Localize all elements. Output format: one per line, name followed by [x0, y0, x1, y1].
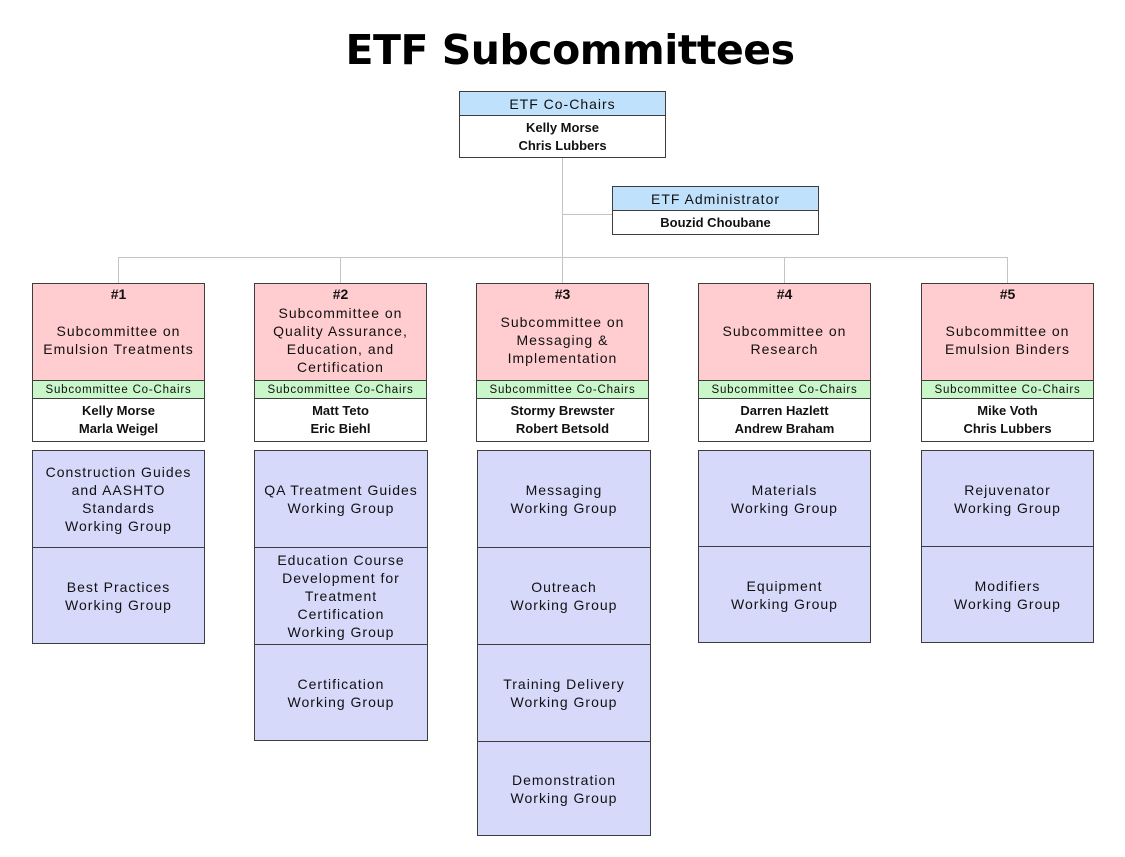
- subcommittee-cochairs-label: Subcommittee Co-Chairs: [476, 380, 649, 399]
- etf-cochairs-names: Kelly Morse Chris Lubbers: [459, 115, 666, 158]
- working-group: Training Delivery Working Group: [477, 644, 651, 742]
- subcommittee-name: Subcommittee on Quality Assurance, Educa…: [273, 305, 408, 375]
- subcommittee-name: Subcommittee on Research: [722, 323, 847, 357]
- subcommittee-cochairs-names: Kelly Morse Marla Weigel: [32, 398, 205, 442]
- cochair-name: Chris Lubbers: [963, 421, 1052, 436]
- cochair-name: Marla Weigel: [78, 421, 159, 436]
- subcommittee-cochairs-label: Subcommittee Co-Chairs: [32, 380, 205, 399]
- subcommittee-4: #4 Subcommittee on Research: [698, 283, 871, 381]
- subcommittee-cochairs-label: Subcommittee Co-Chairs: [254, 380, 427, 399]
- cochair-name: Stormy Brewster: [510, 403, 615, 418]
- working-group: Equipment Working Group: [698, 546, 871, 643]
- cochair-name: Matt Teto: [312, 403, 369, 418]
- subcommittee-cochairs-names: Matt Teto Eric Biehl: [254, 398, 427, 442]
- subcommittee-3: #3 Subcommittee on Messaging & Implement…: [476, 283, 649, 381]
- cochair-name: Kelly Morse: [82, 403, 155, 418]
- subcommittee-cochairs-names: Darren Hazlett Andrew Braham: [698, 398, 871, 442]
- working-group: Outreach Working Group: [477, 547, 651, 645]
- subcommittee-number: #1: [110, 286, 127, 302]
- subcommittee-number: #4: [776, 286, 793, 302]
- cochair-name: Darren Hazlett: [740, 403, 829, 418]
- working-group: Certification Working Group: [254, 644, 428, 741]
- cochair-name: Chris Lubbers: [518, 137, 607, 153]
- cochair-name: Andrew Braham: [734, 421, 835, 436]
- subcommittee-number: #3: [554, 286, 571, 302]
- working-group: Messaging Working Group: [477, 450, 651, 548]
- subcommittee-cochairs-label: Subcommittee Co-Chairs: [698, 380, 871, 399]
- connector-drop-5: [1007, 257, 1008, 284]
- page-title: ETF Subcommittees: [345, 26, 795, 74]
- subcommittee-2: #2 Subcommittee on Quality Assurance, Ed…: [254, 283, 427, 381]
- etf-administrator-name: Bouzid Choubane: [612, 210, 819, 235]
- subcommittee-name: Subcommittee on Emulsion Binders: [945, 323, 1070, 357]
- connector-vertical-main: [562, 157, 563, 258]
- administrator-name: Bouzid Choubane: [660, 214, 771, 230]
- connector-drop-3: [562, 257, 563, 284]
- working-group: Rejuvenator Working Group: [921, 450, 1094, 547]
- working-group: Demonstration Working Group: [477, 741, 651, 836]
- subcommittee-number: #5: [999, 286, 1016, 302]
- connector-drop-2: [340, 257, 341, 284]
- subcommittee-name: Subcommittee on Messaging & Implementati…: [500, 314, 625, 366]
- subcommittee-cochairs-label: Subcommittee Co-Chairs: [921, 380, 1094, 399]
- cochair-name: Eric Biehl: [310, 421, 371, 436]
- connector-admin: [562, 214, 613, 215]
- working-group: Materials Working Group: [698, 450, 871, 547]
- working-group: Best Practices Working Group: [32, 547, 205, 644]
- connector-drop-1: [118, 257, 119, 284]
- working-group: QA Treatment Guides Working Group: [254, 450, 428, 548]
- cochair-name: Kelly Morse: [526, 119, 599, 135]
- cochair-name: Robert Betsold: [515, 421, 610, 436]
- etf-administrator-header: ETF Administrator: [612, 186, 819, 211]
- working-group: Modifiers Working Group: [921, 546, 1094, 643]
- subcommittee-cochairs-names: Stormy Brewster Robert Betsold: [476, 398, 649, 442]
- subcommittee-cochairs-names: Mike Voth Chris Lubbers: [921, 398, 1094, 442]
- working-group: Education Course Development for Treatme…: [254, 547, 428, 645]
- connector-drop-4: [784, 257, 785, 284]
- subcommittee-5: #5 Subcommittee on Emulsion Binders: [921, 283, 1094, 381]
- etf-cochairs-header: ETF Co-Chairs: [459, 91, 666, 116]
- subcommittee-number: #2: [332, 286, 349, 302]
- subcommittee-name: Subcommittee on Emulsion Treatments: [43, 323, 194, 357]
- connector-horizontal-bus: [118, 257, 1008, 258]
- working-group: Construction Guides and AASHTO Standards…: [32, 450, 205, 548]
- subcommittee-1: #1 Subcommittee on Emulsion Treatments: [32, 283, 205, 381]
- cochair-name: Mike Voth: [977, 403, 1038, 418]
